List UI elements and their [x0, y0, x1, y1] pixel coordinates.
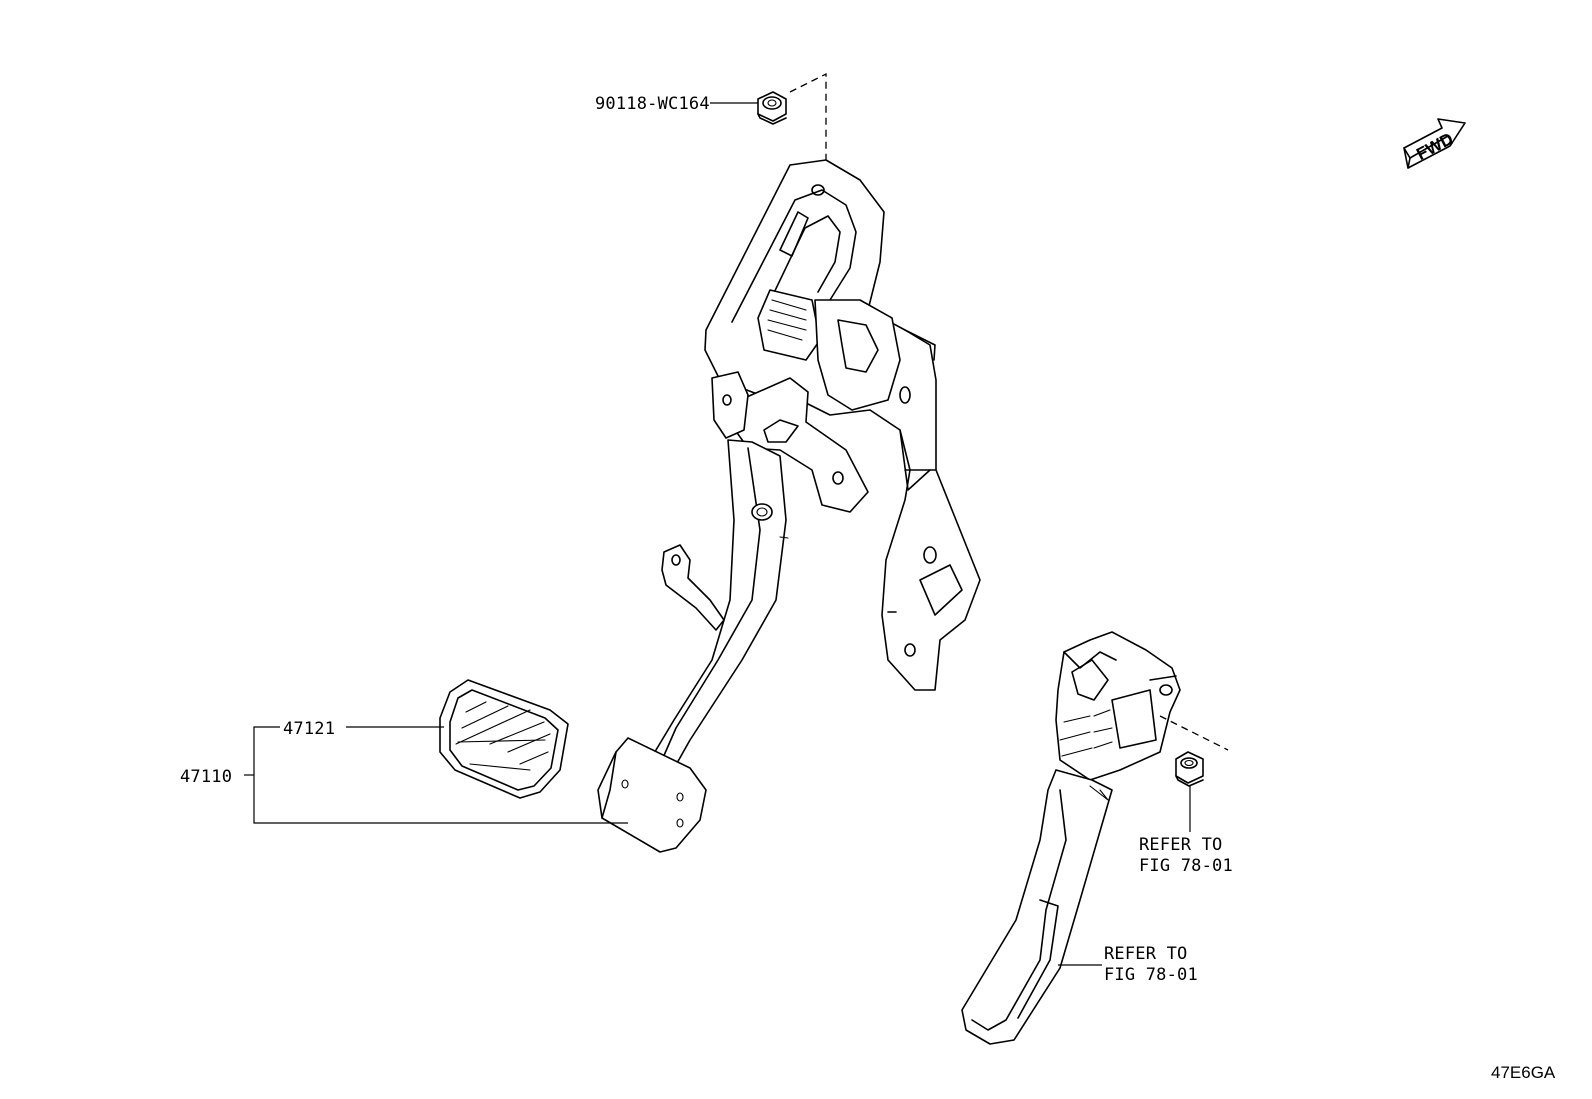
accelerator-pedal: [961, 631, 1181, 1045]
callout-pedal-pad-cover: 47121: [283, 719, 335, 739]
callout-brake-pedal-assy: 47110: [180, 767, 232, 787]
dashed-install-line-accel: [1159, 715, 1229, 751]
brake-pedal-pad: [597, 737, 707, 853]
refer-2-line1: REFER TO: [1104, 944, 1187, 964]
callout-nut-top: 90118-WC164: [595, 94, 710, 114]
accel-nut: [1175, 751, 1204, 787]
forward-arrow-icon: [1403, 118, 1466, 159]
refer-2-line2: FIG 78-01: [1104, 965, 1198, 985]
refer-1-line1: REFER TO: [1139, 835, 1222, 855]
dashed-install-line-top: [789, 72, 827, 210]
brake-pedal-arm: [649, 439, 789, 773]
pedal-bracket: [704, 159, 981, 691]
fwd-marker: FWD: [1403, 118, 1466, 169]
pedal-pad-cover: [439, 679, 569, 799]
nut-top: [757, 91, 787, 125]
sheet-code: 47E6GA: [1491, 1063, 1556, 1082]
refer-1-line2: FIG 78-01: [1139, 856, 1233, 876]
